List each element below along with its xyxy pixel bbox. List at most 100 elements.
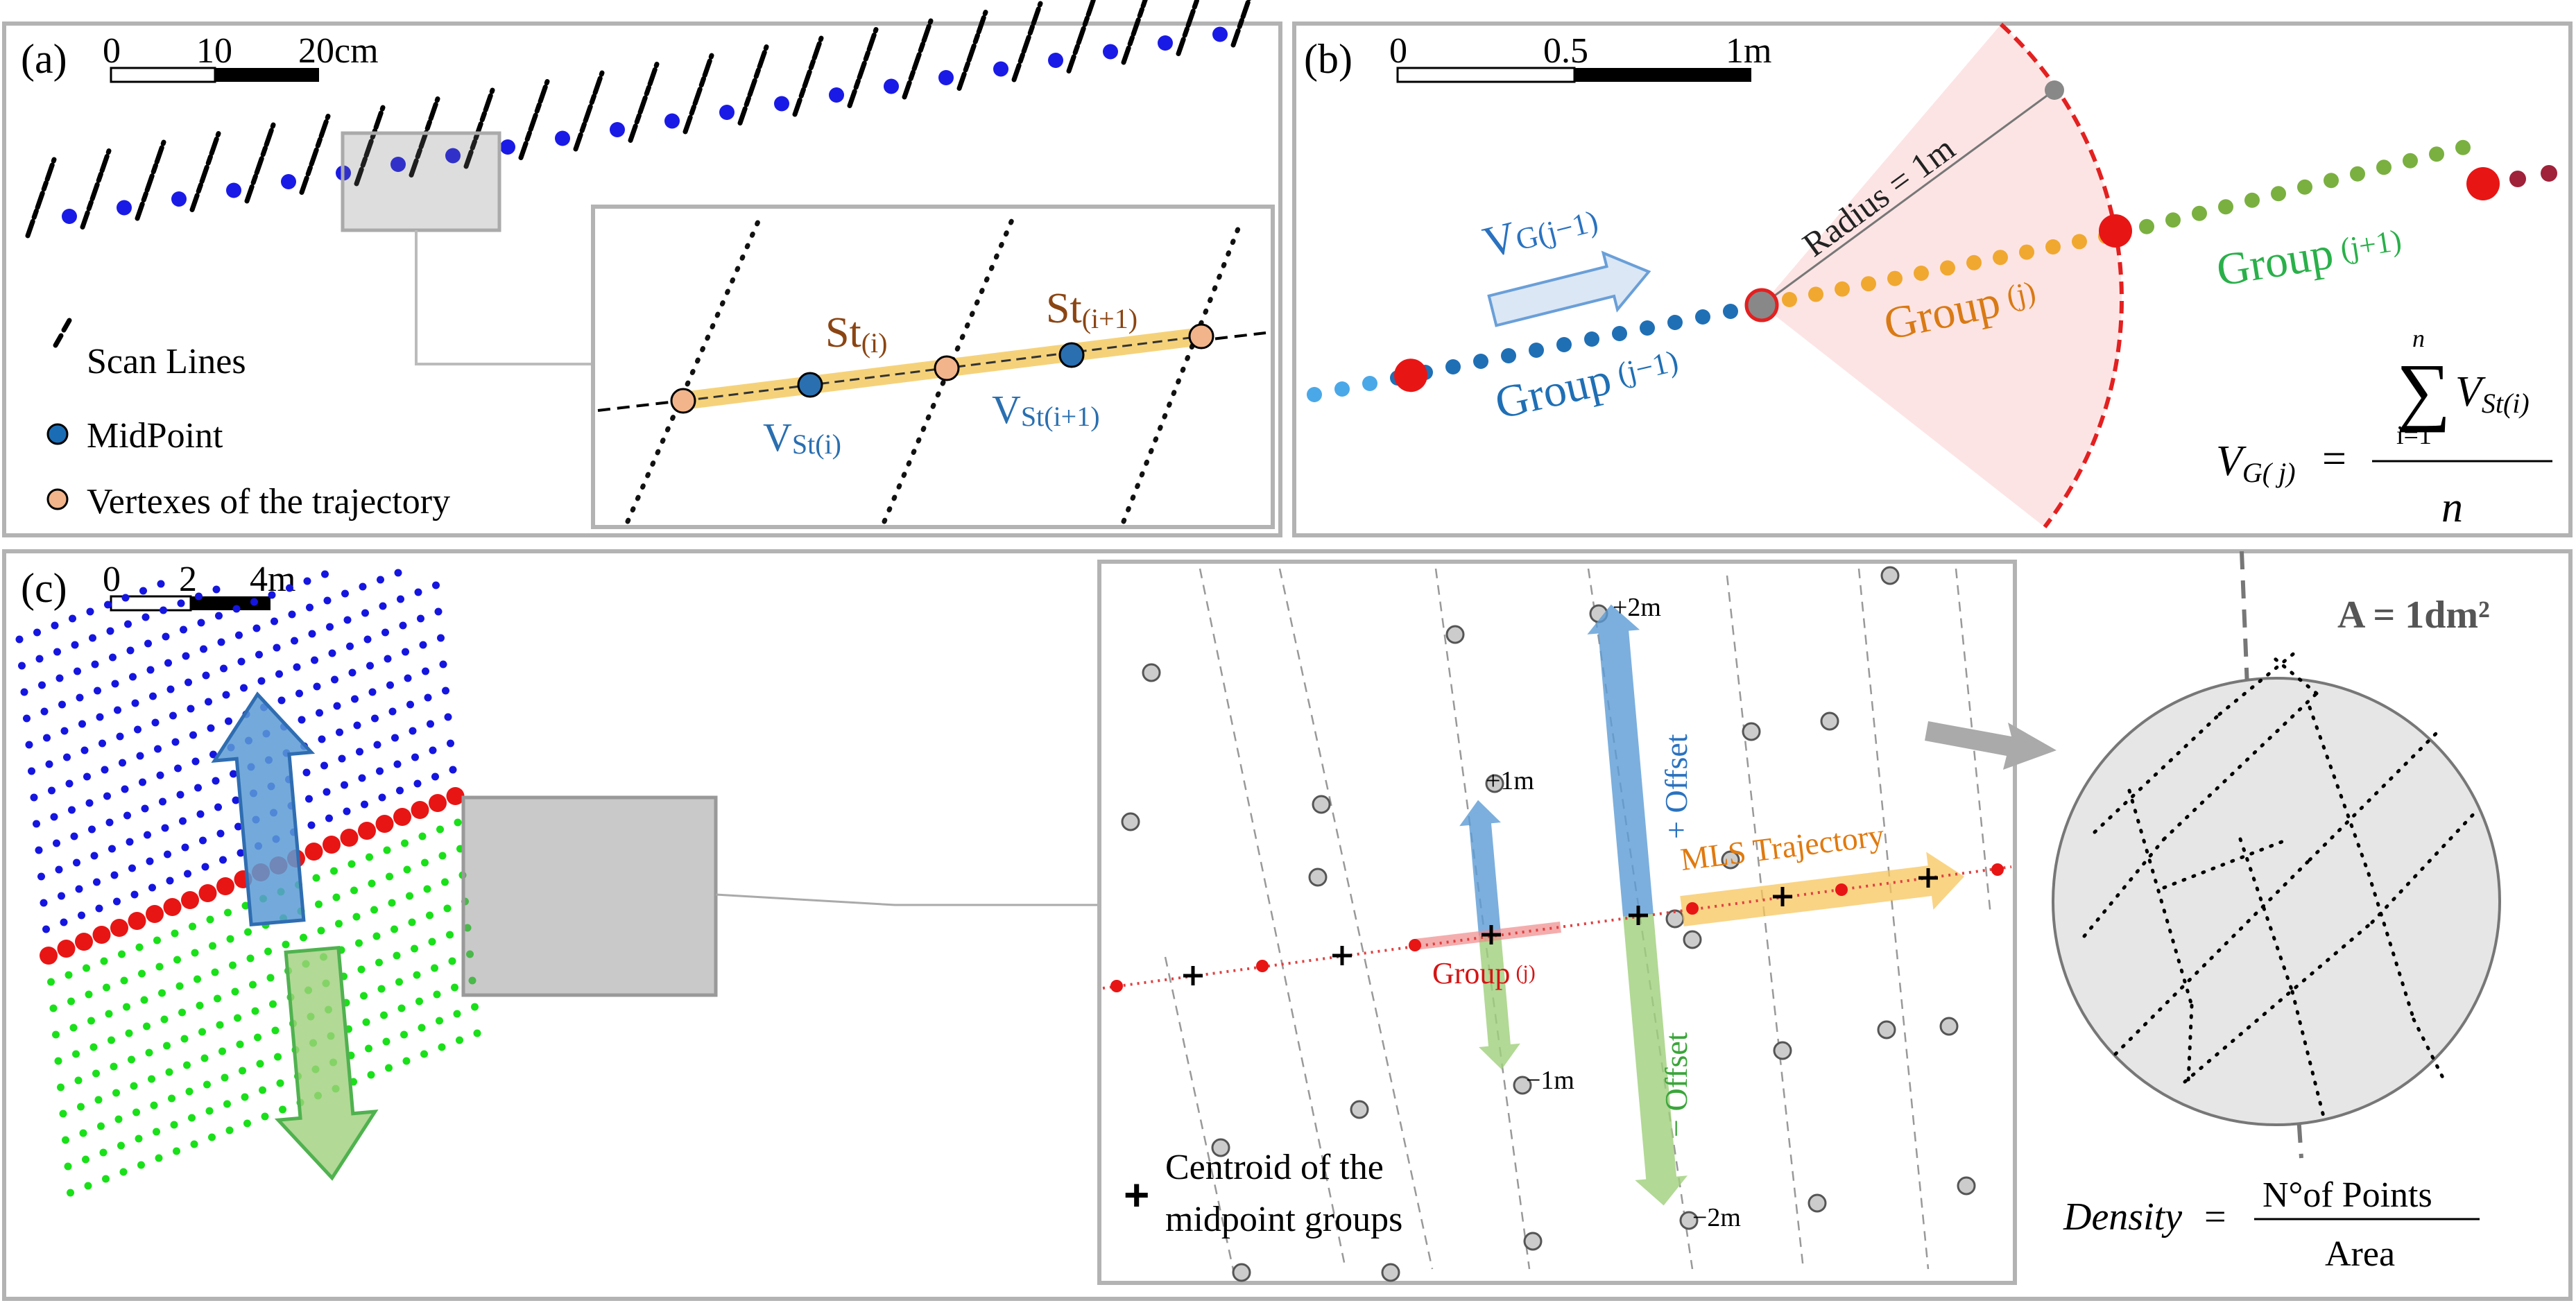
offset-point-down: [168, 1094, 175, 1103]
sample-scan-points: [2113, 858, 2312, 1056]
up-offset-arrow: [211, 691, 316, 927]
offset-point-up: [37, 872, 45, 881]
velocity-arrow: [1487, 250, 1651, 327]
offset-point-up: [58, 892, 65, 900]
offset-point-up: [114, 706, 121, 714]
offset-point-up: [311, 656, 318, 664]
trajectory-point: [1501, 348, 1516, 363]
offset-point-up: [69, 614, 76, 623]
trajectory-midpoint: [216, 877, 234, 895]
offset-point-down: [84, 1182, 92, 1190]
offset-point-down: [138, 969, 146, 978]
centroid-marker: [1773, 887, 1792, 906]
offset-point-up: [51, 621, 59, 630]
centroid-marker: [1482, 925, 1501, 944]
scale-tick-0: 0: [103, 560, 121, 599]
offset-point-up: [432, 581, 440, 589]
offset-point-up: [197, 619, 205, 627]
scan-line: [628, 62, 660, 143]
offset-minus-1m: −1m: [1526, 1066, 1574, 1095]
density-section: A = 1dm² Density = N°of Points Area: [1925, 551, 2501, 1274]
offset-point-up: [396, 786, 404, 795]
trajectory-point: [2350, 166, 2365, 182]
formula-equals: =: [2322, 435, 2346, 483]
trajectory-point: [1584, 331, 1599, 347]
offset-point-down: [335, 920, 343, 928]
offset-point-up: [449, 766, 457, 774]
offset-point-up: [106, 627, 114, 635]
offset-point-down: [57, 1083, 65, 1091]
offset-point-up: [328, 649, 336, 657]
trajectory-midpoint: [304, 843, 323, 861]
offset-point-down: [300, 933, 307, 942]
offset-point-up: [149, 692, 157, 700]
offset-point-down: [175, 982, 184, 990]
offset-point-up: [200, 645, 207, 653]
panel-c-scale-bar: 0 2 4m: [103, 560, 295, 612]
trajectory-point: [2324, 173, 2339, 189]
offset-point-up: [240, 684, 248, 692]
offset-point-up: [144, 831, 151, 839]
offset-point-down: [367, 1071, 375, 1079]
radius-line: [1761, 89, 2055, 307]
inset-scan-line: [1121, 226, 1241, 524]
offset-point-down: [123, 1003, 130, 1011]
trajectory-midpoint: [393, 808, 411, 826]
offset-point-up: [148, 883, 156, 892]
scale-tick-2: 2: [179, 560, 197, 599]
sample-scan-points: [2082, 837, 2166, 938]
offset-point-down: [83, 964, 90, 972]
offset-point-down: [72, 1050, 80, 1058]
offset-point-down: [200, 1054, 209, 1062]
formula-denominator: n: [2441, 484, 2463, 531]
offset-point-down: [99, 1148, 108, 1157]
offset-point-down: [431, 964, 438, 972]
offset-point-down: [173, 1147, 180, 1155]
offset-plus-2m: +2m: [1613, 593, 1661, 622]
offset-point-down: [438, 852, 447, 860]
offset-point-up: [121, 594, 130, 602]
offset-point-up: [215, 612, 223, 620]
offset-point-up: [394, 569, 402, 577]
plus-1m-arrow: [1459, 800, 1501, 936]
offset-point-down: [315, 900, 323, 908]
offset-point-up: [161, 824, 169, 832]
offset-point-up: [93, 878, 101, 886]
offset-point-up: [94, 687, 101, 695]
panel-a-label: (a): [21, 36, 67, 82]
offset-point-down: [67, 1189, 74, 1197]
trajectory-midpoint: [40, 947, 58, 965]
midpoint: [390, 157, 406, 172]
offset-point-up: [343, 616, 352, 624]
midpoint: [281, 174, 296, 189]
offset-point-up: [105, 818, 114, 827]
offset-point-up: [359, 583, 367, 591]
scale-tick-10: 10: [196, 31, 232, 71]
scan-line: [299, 114, 331, 195]
offset-point-down: [471, 1003, 479, 1011]
label-vst-i: VSt(i): [763, 415, 841, 460]
legend-midpoint: MidPoint: [87, 416, 223, 456]
offset-point-up: [109, 653, 117, 662]
trajectory-point: [2376, 159, 2392, 175]
offset-point-up: [180, 625, 187, 634]
group-boundary-point: [1394, 359, 1427, 392]
offset-point-up: [397, 595, 404, 603]
offset-point-down: [178, 1008, 186, 1017]
density-equals: =: [2204, 1196, 2226, 1239]
offset-point-up: [91, 660, 99, 668]
offset-point-up: [427, 720, 434, 728]
offset-point-down: [206, 915, 214, 924]
offset-point-down: [269, 1000, 277, 1008]
trajectory-point: [1808, 286, 1823, 302]
inset-content: [1121, 566, 1992, 1282]
offset-point-up: [331, 675, 338, 684]
group-boundary-point: [2466, 167, 2500, 200]
offset-point-up: [71, 641, 79, 649]
offset-point-up: [50, 813, 58, 821]
offset-point-up: [151, 718, 160, 727]
offset-point-up: [305, 795, 313, 803]
offset-point-down: [426, 911, 433, 920]
offset-point-up: [363, 635, 372, 644]
